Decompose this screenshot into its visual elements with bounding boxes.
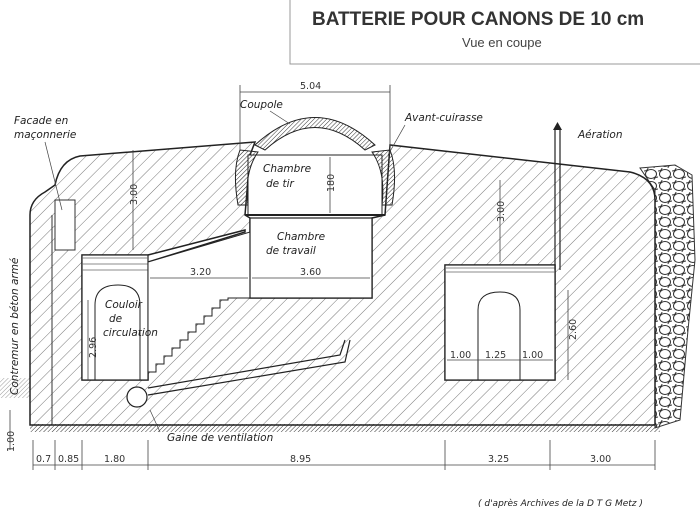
dim-footing: 1.00 (6, 431, 17, 452)
credit: ( d'après Archives de la D T G Metz ) (478, 498, 643, 508)
staircase (147, 231, 251, 380)
dim-room-h: 2.60 (568, 319, 579, 340)
dim-bottom-3: 8.95 (290, 454, 311, 465)
dim-bottom-2: 1.80 (104, 454, 125, 465)
dim-coupole-width: 5.04 (300, 81, 321, 92)
label-chambre-travail-2: de travail (266, 245, 316, 257)
label-chambre-tir-2: de tir (266, 178, 294, 190)
chambre-de-tir (247, 154, 383, 216)
label-couloir-3: circulation (103, 327, 158, 339)
right-room (444, 264, 556, 381)
label-facade-1: Facade en (14, 115, 68, 127)
label-coupole: Coupole (240, 99, 283, 111)
ventilation-pipe (147, 339, 351, 396)
dim-chambre-tir: 180 (326, 174, 337, 192)
label-aeration: Aération (577, 129, 623, 141)
dim-bottom-1: 0.85 (58, 454, 79, 465)
label-facade-2: maçonnerie (14, 129, 76, 141)
label-contremur: Contremur en béton armé (9, 257, 21, 395)
dim-roof-right: 3.00 (496, 201, 507, 222)
dim-bottom-5: 3.00 (590, 454, 611, 465)
title-block: BATTERIE POUR CANONS DE 10 cm Vue en cou… (289, 0, 700, 65)
dim-r3: 1.00 (522, 350, 543, 361)
dim-bottom-4: 3.25 (488, 454, 509, 465)
ground (0, 378, 30, 398)
dim-roof-left: 3.00 (129, 184, 140, 205)
title: BATTERIE POUR CANONS DE 10 cm (312, 9, 644, 30)
dim-360: 3.60 (300, 267, 321, 278)
foundation (30, 424, 660, 432)
label-gaine: Gaine de ventilation (167, 432, 273, 444)
coupole (254, 117, 376, 151)
dim-bottom-0: 0.7 (36, 454, 51, 465)
subtitle: Vue en coupe (462, 35, 542, 50)
chambre-de-travail (249, 217, 373, 299)
label-couloir-2: de (109, 313, 122, 325)
label-avant-cuirasse: Avant-cuirasse (404, 112, 483, 124)
facade-block (54, 199, 76, 251)
label-couloir-1: Couloir (105, 299, 143, 311)
dim-r1: 1.00 (450, 350, 471, 361)
label-chambre-travail-1: Chambre (277, 231, 325, 243)
avant-cuirasse (234, 149, 396, 206)
dim-couloir-h: 2.96 (88, 337, 99, 358)
dim-320: 3.20 (190, 267, 211, 278)
dim-r2: 1.25 (485, 350, 506, 361)
ventilation-duct (126, 386, 148, 408)
aeration-pipe (554, 130, 561, 270)
label-chambre-tir-1: Chambre (263, 163, 311, 175)
